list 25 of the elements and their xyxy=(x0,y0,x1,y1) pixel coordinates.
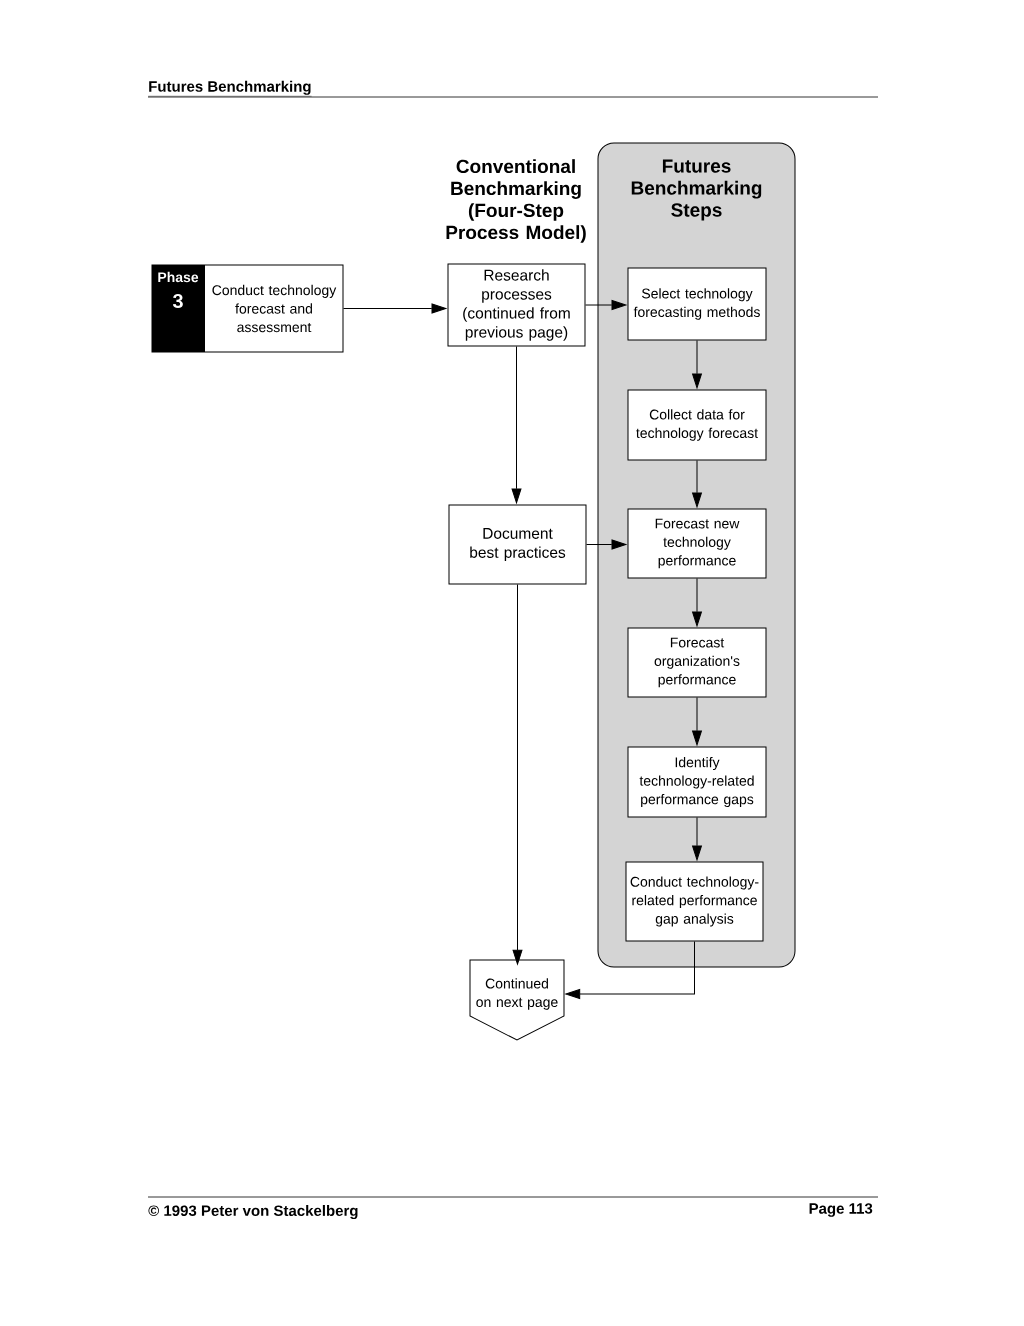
arrow xyxy=(586,539,627,550)
arrow xyxy=(692,340,702,389)
process-box: Select technology forecasting methods xyxy=(627,267,767,341)
process-box: Identify technology-related performance gaps xyxy=(627,746,767,818)
process-box: Forecast new technology performance xyxy=(627,508,767,579)
arrow xyxy=(343,303,447,314)
off-page-connector: Continued on next page xyxy=(469,959,565,1041)
column-heading: Conventional Benchmarking (Four-Step Process Model) xyxy=(446,159,586,243)
arrow xyxy=(692,578,702,627)
process-box: Document best practices xyxy=(448,504,587,585)
arrow xyxy=(692,697,702,746)
phase-box: Phase 3 Conduct technology forecast and assessment xyxy=(151,264,344,353)
arrow xyxy=(692,817,702,861)
arrow xyxy=(511,346,522,504)
arrow xyxy=(512,584,523,965)
process-box: Forecast organization's performance xyxy=(627,627,767,698)
page-number: Page 113 xyxy=(809,1203,873,1217)
copyright-note: © 1993 Peter von Stackelberg xyxy=(148,1205,358,1220)
arrow xyxy=(565,941,695,999)
process-box: Collect data for technology forecast xyxy=(627,389,767,461)
arrow xyxy=(585,300,627,310)
process-box: Conduct technology-related performance gap analysis xyxy=(625,861,764,942)
page-header: Futures Benchmarking xyxy=(148,80,312,97)
process-box: Research processes (continued from previous page) xyxy=(447,263,586,347)
arrow xyxy=(692,460,702,508)
